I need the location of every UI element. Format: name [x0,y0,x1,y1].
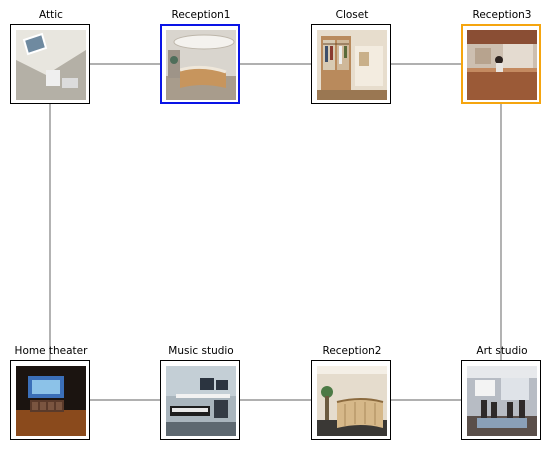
node-label: Reception2 [322,345,382,357]
thumbnail-frame-selected[interactable] [461,24,541,104]
thumbnail-frame[interactable] [461,360,541,440]
thumbnail-frame[interactable] [10,360,90,440]
thumbnail-frame[interactable] [160,360,240,440]
node-label: Reception3 [472,9,532,21]
reception-photo-icon [165,29,236,100]
attic-photo-icon [16,30,86,100]
music-studio-photo-icon [166,366,236,436]
thumbnail-frame[interactable] [311,360,391,440]
reception-photo-icon [466,29,537,100]
node-label: Reception1 [171,9,231,21]
thumbnail-frame-selected[interactable] [160,24,240,104]
art-studio-photo-icon [467,366,537,436]
node-label: Music studio [168,345,234,357]
node-label: Art studio [476,345,528,357]
node-label: Attic [39,9,63,21]
reception-photo-icon [317,366,387,436]
thumbnail-frame[interactable] [311,24,391,104]
node-label: Home theater [14,345,88,357]
home-theater-photo-icon [16,366,86,436]
node-label: Closet [335,9,369,21]
closet-photo-icon [317,30,387,100]
thumbnail-frame[interactable] [10,24,90,104]
